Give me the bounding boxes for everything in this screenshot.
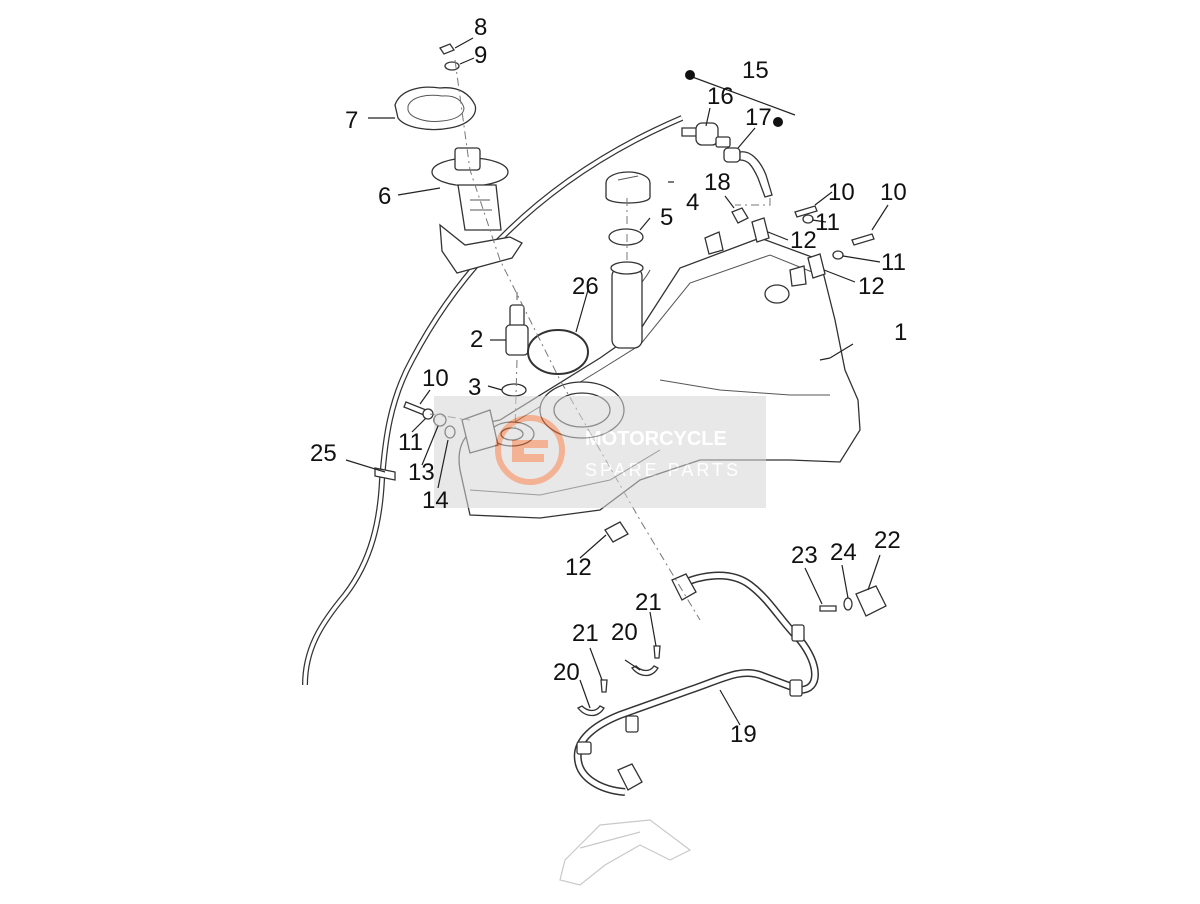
callout-14: 14: [422, 487, 449, 514]
callout-20-right: 20: [611, 619, 638, 646]
callout-5: 5: [660, 204, 673, 231]
callout-11-right: 11: [881, 249, 906, 276]
bracket-22: [855, 585, 887, 617]
clip-12-right: [807, 253, 826, 279]
callout-12-right: 12: [858, 273, 885, 300]
callout-10-right: 10: [880, 179, 907, 206]
callout-7: 7: [345, 107, 358, 134]
seal-5: [608, 228, 644, 246]
watermark: MOTORCYCLE SPARE PARTS: [434, 396, 766, 508]
callout-3: 3: [468, 374, 481, 401]
fuel-pump-6: [431, 147, 523, 274]
tank-cap-4: [605, 171, 651, 204]
callout-6: 6: [378, 183, 391, 210]
callout-18: 18: [704, 169, 731, 196]
leader-lines: [345, 37, 889, 726]
callout-1: 1: [894, 319, 907, 346]
retaining-ring-7: [394, 86, 477, 131]
callout-11-left: 11: [398, 429, 423, 456]
screw-21-right: [653, 645, 661, 659]
callout-10-upper: 10: [828, 179, 855, 206]
clamp-20-left: [576, 705, 605, 717]
callout-2: 2: [470, 326, 483, 353]
callout-4: 4: [686, 189, 699, 216]
callout-25: 25: [310, 440, 337, 467]
washer-11-right: [832, 250, 844, 260]
screw-21-left: [600, 679, 608, 693]
callout-17: 17: [745, 104, 772, 131]
level-sender-2: [505, 292, 529, 356]
washer-24: [843, 597, 853, 611]
callout-labels: 1 2 3 4 5 6 7 8 9 10 10 10 11 11 11 12 1…: [310, 14, 907, 748]
callout-12-upper: 12: [790, 227, 817, 254]
clip-12-upper: [751, 217, 770, 243]
o-ring-3: [501, 383, 527, 397]
callout-12-lower: 12: [565, 554, 592, 581]
callout-8: 8: [474, 14, 487, 41]
frame-bracket-ghost: [559, 819, 692, 886]
bracket-18: [731, 207, 749, 224]
gasket-26: [527, 329, 589, 375]
screw-8: [439, 43, 455, 55]
callout-9: 9: [474, 42, 487, 69]
connector-17: [723, 147, 773, 198]
bullet-15a: [685, 70, 695, 80]
callout-20-left: 20: [553, 659, 580, 686]
callout-21-left: 21: [572, 620, 599, 647]
watermark-line1: MOTORCYCLE: [585, 428, 727, 450]
callout-10-left: 10: [422, 365, 449, 392]
washer-11-upper: [802, 214, 814, 224]
callout-13: 13: [408, 459, 435, 486]
breather-hose-inner: [303, 116, 683, 686]
callout-26: 26: [572, 273, 599, 300]
bracket-line-15: [686, 74, 796, 116]
callout-24: 24: [830, 539, 857, 566]
bullet-15b: [773, 117, 783, 127]
callout-11-upper: 11: [815, 209, 840, 236]
bolt-10-right: [851, 233, 875, 246]
assembly-line-pump: [454, 59, 701, 621]
bolt-10-upper: [794, 205, 818, 218]
callout-22: 22: [874, 527, 901, 554]
watermark-logo-icon: [495, 415, 565, 485]
callout-16: 16: [707, 83, 734, 110]
assembly-line-17: [735, 198, 771, 206]
callout-19: 19: [730, 721, 757, 748]
watermark-line2: SPARE PARTS: [585, 460, 741, 480]
clip-12-lower: [604, 521, 629, 543]
callout-23: 23: [791, 542, 818, 569]
fuel-line-19: [573, 571, 819, 796]
bolt-23: [819, 605, 837, 612]
washer-9: [444, 61, 460, 71]
callout-15: 15: [742, 57, 769, 84]
callout-21-right: 21: [635, 589, 662, 616]
valve-16: [681, 122, 731, 148]
